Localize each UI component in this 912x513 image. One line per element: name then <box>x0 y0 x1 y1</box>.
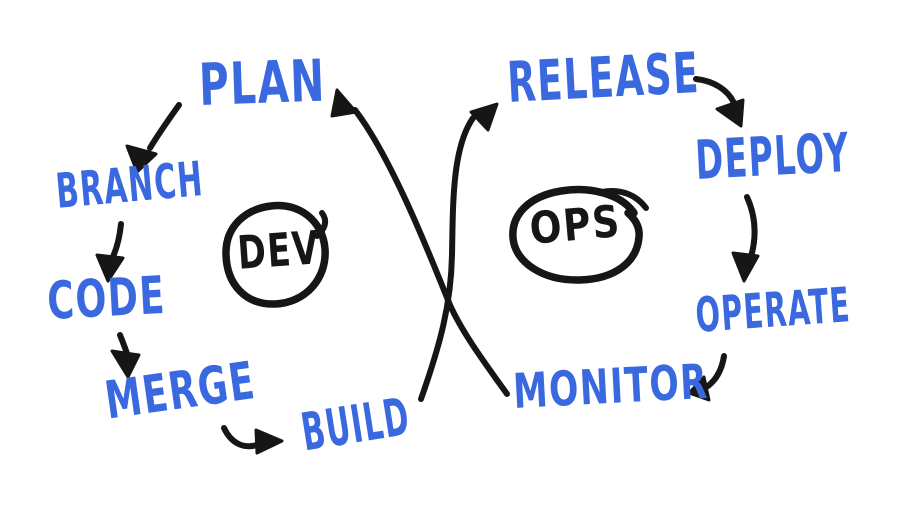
arrow-operate-to-monitor <box>687 353 727 402</box>
dev-circle <box>222 201 329 308</box>
dev-loop-label: DEV <box>235 220 322 280</box>
arrow-branch-to-code <box>95 221 125 283</box>
stage-label-plan: PLAN <box>197 46 327 119</box>
arrow-deploy-to-operate <box>731 194 760 283</box>
arrow-monitor-to-plan <box>330 88 510 397</box>
arrow-merge-to-build <box>221 425 284 455</box>
arrowhead <box>731 251 760 283</box>
arrow-stroke <box>352 107 510 397</box>
dev-circle-outline <box>222 201 329 308</box>
arrowhead <box>469 102 499 132</box>
dev-circle-flick <box>314 210 329 239</box>
arrow-release-to-deploy <box>693 76 745 128</box>
arrowhead <box>95 253 125 283</box>
stage-label-code: CODE <box>45 265 168 332</box>
stage-label-branch: BRANCH <box>53 151 206 220</box>
arrow-code-to-merge <box>110 332 141 379</box>
arrow-stroke <box>109 221 124 262</box>
ops-circle-outline <box>509 185 643 284</box>
ops-loop-label: OPS <box>527 196 623 255</box>
ops-circle <box>509 185 649 284</box>
arrowhead <box>687 375 711 402</box>
arrowhead <box>110 349 141 379</box>
arrow-stroke <box>744 194 758 263</box>
arrowhead <box>715 98 745 128</box>
stage-label-build: BUILD <box>297 387 415 464</box>
ops-circle-flick <box>599 188 649 211</box>
arrow-stroke <box>221 425 260 450</box>
stage-label-release: RELEASE <box>505 40 702 116</box>
arrow-stroke <box>693 76 737 106</box>
arrow-stroke <box>418 115 476 402</box>
arrowhead <box>125 144 158 174</box>
arrowhead <box>330 88 358 118</box>
arrowhead <box>254 428 284 455</box>
stage-label-deploy: DEPLOY <box>693 120 852 192</box>
stage-label-monitor: MONITOR <box>511 353 710 420</box>
arrow-plan-to-branch <box>125 102 182 174</box>
arrow-stroke <box>705 353 727 389</box>
arrow-stroke <box>147 102 182 151</box>
arrow-build-to-release <box>418 102 499 402</box>
stage-label-operate: OPERATE <box>693 277 853 344</box>
